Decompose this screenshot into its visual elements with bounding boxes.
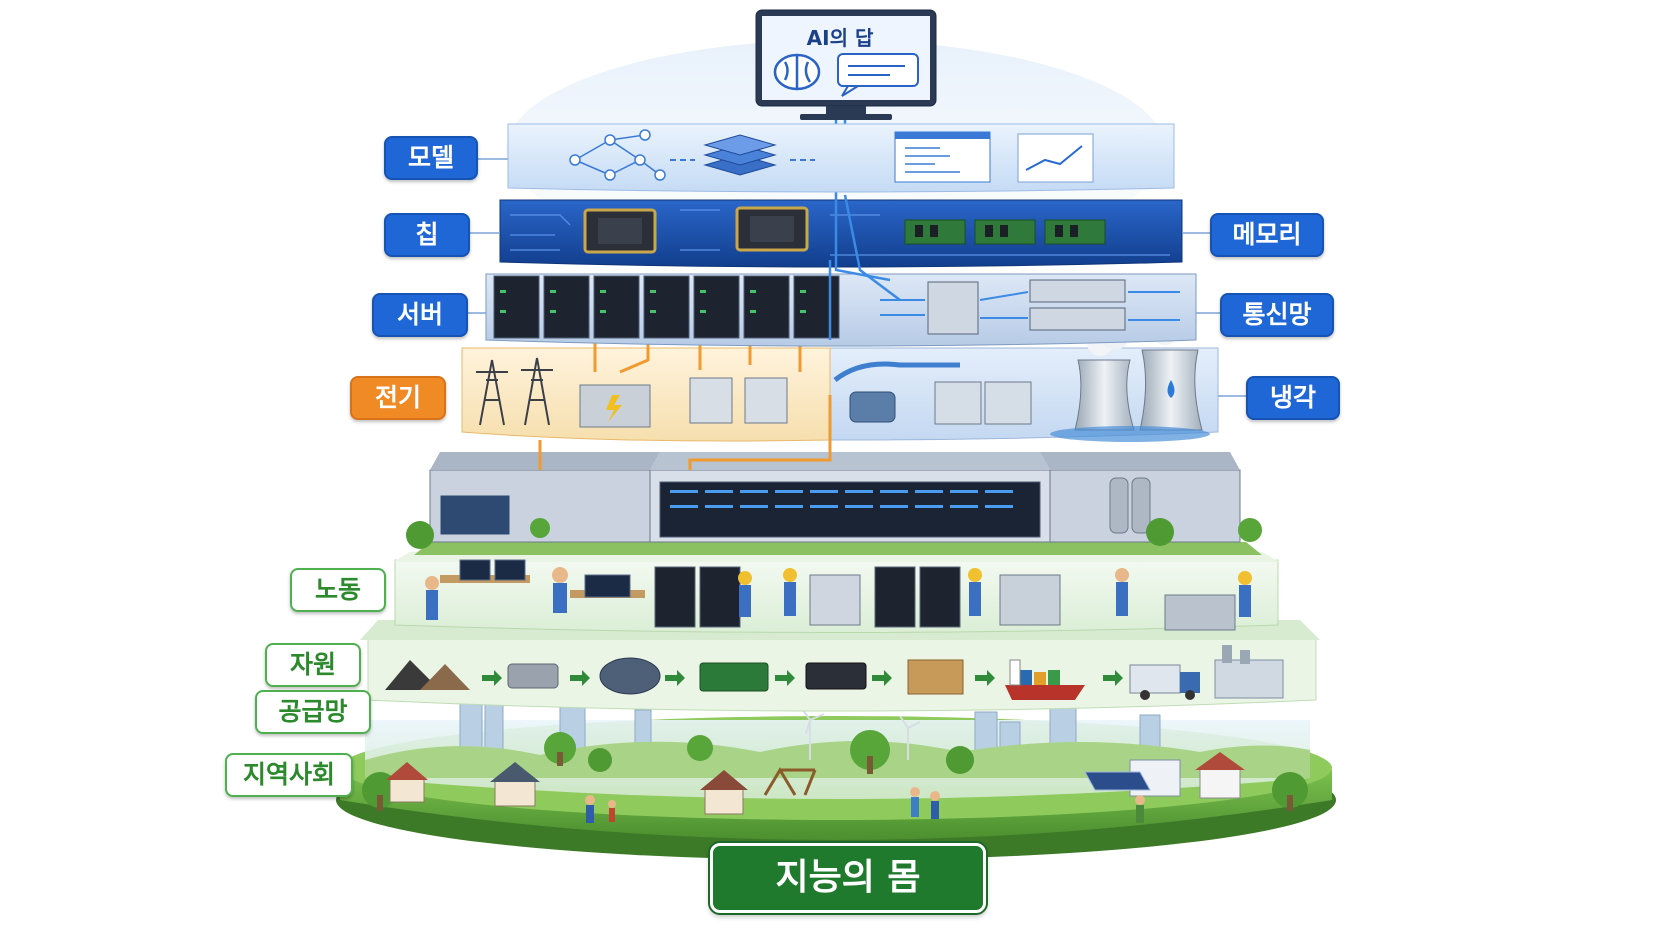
playground-icon: [763, 767, 817, 796]
rack-icons: [654, 566, 961, 628]
label-electricity: 전기: [350, 376, 446, 420]
neural-network-icon: [569, 129, 666, 181]
line-chart-icon: [1017, 133, 1094, 183]
supply-chain-layer: [360, 620, 1320, 712]
label-connector-lines: [466, 158, 1246, 397]
people-icons: [585, 787, 1145, 823]
label-memory: 메모리: [1210, 213, 1324, 257]
layer-stack-icon: [703, 134, 777, 176]
tree-icons: [362, 730, 1308, 811]
answer-monitor: [755, 9, 937, 120]
label-network: 통신망: [1220, 293, 1334, 337]
ore-pile-icon: [385, 660, 470, 690]
footer-title: 지능의 몸: [710, 843, 986, 913]
cooling-equipment: [833, 361, 1032, 425]
server-rack-icons: [493, 275, 840, 339]
truck-icon: [1129, 664, 1200, 700]
power-cooling-layer: [461, 308, 1219, 442]
label-labor: 노동: [290, 568, 386, 612]
server-layer: [485, 273, 1197, 347]
chip-layer: [499, 199, 1183, 268]
chip-module-icon: [805, 662, 867, 690]
worker-icons: [425, 567, 1252, 620]
transformer-icons: [579, 377, 788, 428]
network-cable-lines: [880, 291, 1180, 321]
label-chip: 칩: [384, 213, 470, 257]
server-window-lights: [670, 490, 1013, 508]
workstation-icons: [440, 559, 645, 598]
memory-module-icons: [904, 219, 1106, 245]
metal-ingot-icon: [507, 663, 559, 689]
label-community: 지역사회: [225, 753, 353, 797]
server-led-lights: [500, 290, 806, 313]
solar-panel-icon: [1084, 771, 1151, 791]
factory-icon: [1214, 645, 1284, 699]
community-layer: [336, 689, 1336, 860]
brain-icon: [773, 53, 821, 91]
network-switch-icons: [927, 279, 1126, 335]
arrow-icons: [482, 670, 1123, 686]
label-supply-chain: 공급망: [255, 690, 371, 734]
package-box-icon: [907, 659, 964, 695]
power-tower-icons: [476, 357, 553, 426]
label-resources: 자원: [265, 643, 361, 687]
chat-bubble-icon: [837, 53, 919, 97]
machine-icons: [809, 574, 1236, 631]
label-cooling: 냉각: [1246, 376, 1340, 420]
monitor-title: AI의 답: [806, 26, 874, 50]
wafer-icon: [599, 657, 661, 695]
circuit-board-icon: [699, 662, 769, 692]
model-layer: [507, 123, 1175, 193]
label-server: 서버: [372, 293, 468, 337]
label-model: 모델: [384, 136, 478, 180]
datacenter-building: [406, 452, 1262, 555]
code-window-icon: [894, 131, 991, 183]
cargo-ship-icon: [1005, 659, 1085, 700]
processor-chip-icons: [583, 206, 809, 254]
labor-layer: [393, 552, 1280, 633]
circuit-trace-lines: [510, 209, 1170, 256]
